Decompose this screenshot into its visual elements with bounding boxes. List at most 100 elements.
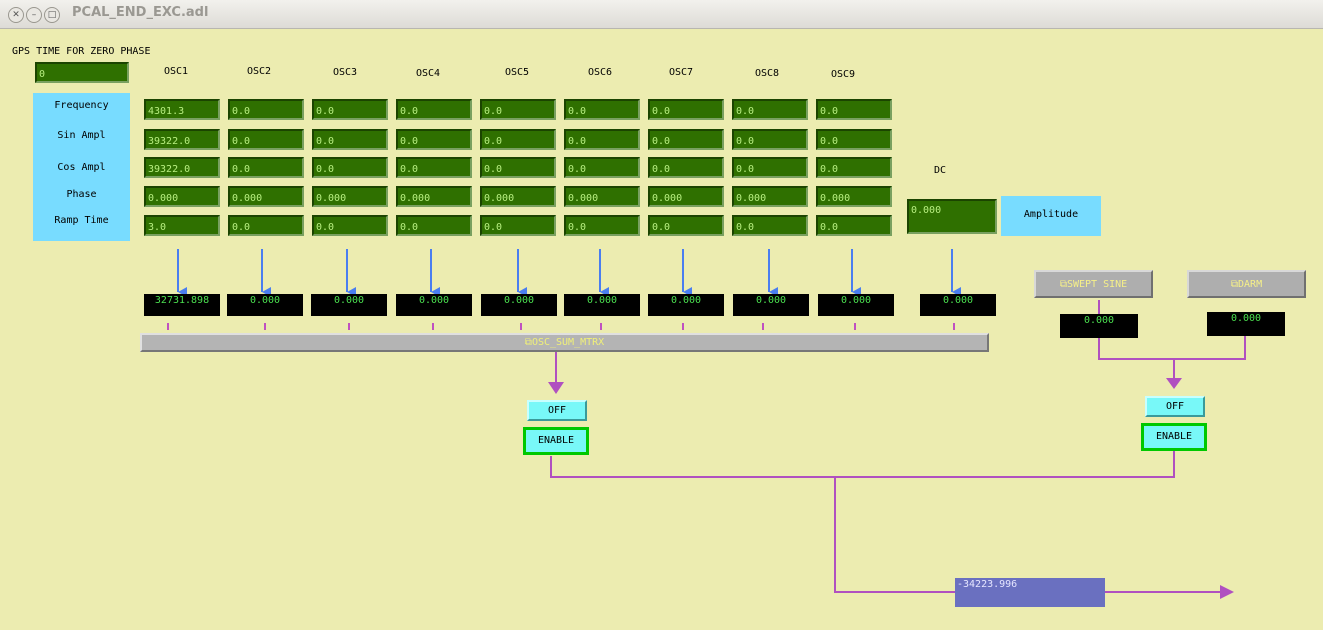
- osc6-frequency-input[interactable]: 0.0: [564, 99, 640, 120]
- osc1-cos-ampl-input[interactable]: 39322.0: [144, 157, 220, 178]
- osc2-frequency-input[interactable]: 0.0: [228, 99, 304, 120]
- osc3-label: OSC3: [333, 67, 358, 78]
- connector-tick: [854, 323, 856, 330]
- osc3-cos-ampl-input[interactable]: 0.0: [312, 157, 388, 178]
- osc1-sin-ampl-input[interactable]: 39322.0: [144, 129, 220, 150]
- osc5-phase-input[interactable]: 0.000: [480, 186, 556, 207]
- osc4-label: OSC4: [416, 68, 441, 79]
- osc5-label: OSC5: [505, 67, 530, 78]
- connector-tick: [348, 323, 350, 330]
- osc7-output-readback: 0.000: [648, 294, 724, 316]
- injection-off-button[interactable]: OFF: [1145, 396, 1205, 417]
- osc7-frequency-input[interactable]: 0.0: [648, 99, 724, 120]
- osc2-cos-ampl-input[interactable]: 0.0: [228, 157, 304, 178]
- osc8-phase-input[interactable]: 0.000: [732, 186, 808, 207]
- osc6-cos-ampl-input[interactable]: 0.0: [564, 157, 640, 178]
- osc4-ramp-time-input[interactable]: 0.0: [396, 215, 472, 236]
- osc1-phase-input[interactable]: 0.000: [144, 186, 220, 207]
- osc9-label: OSC9: [831, 69, 856, 80]
- osc5-cos-ampl-input[interactable]: 0.0: [480, 157, 556, 178]
- gps-time-label: GPS TIME FOR ZERO PHASE: [12, 46, 151, 57]
- osc8-sin-ampl-input[interactable]: 0.0: [732, 129, 808, 150]
- related-display-icon: ⧉: [1230, 279, 1239, 290]
- osc2-output-readback: 0.000: [227, 294, 303, 316]
- dc-label: DC: [934, 165, 947, 176]
- osc3-output-readback: 0.000: [311, 294, 387, 316]
- swept-sine-output-readback: 0.000: [1060, 314, 1138, 338]
- osc9-frequency-input[interactable]: 0.0: [816, 99, 892, 120]
- connector-tick: [432, 323, 434, 330]
- osc4-output-readback: 0.000: [396, 294, 472, 316]
- darm-button[interactable]: ⧉DARM: [1187, 270, 1306, 298]
- osc6-phase-input[interactable]: 0.000: [564, 186, 640, 207]
- connector-tick: [167, 323, 169, 330]
- osc9-phase-input[interactable]: 0.000: [816, 186, 892, 207]
- dc-output-readback: 0.000: [920, 294, 996, 316]
- osc5-frequency-input[interactable]: 0.0: [480, 99, 556, 120]
- connector-tick: [953, 323, 955, 330]
- window-title: PCAL_END_EXC.adl: [72, 5, 209, 20]
- related-display-icon: ⧉: [1059, 279, 1067, 290]
- osc1-ramp-time-input[interactable]: 3.0: [144, 215, 220, 236]
- osc2-ramp-time-input[interactable]: 0.0: [228, 215, 304, 236]
- osc-off-button[interactable]: OFF: [527, 400, 587, 421]
- osc5-sin-ampl-input[interactable]: 0.0: [480, 129, 556, 150]
- osc6-ramp-time-input[interactable]: 0.0: [564, 215, 640, 236]
- osc3-phase-input[interactable]: 0.000: [312, 186, 388, 207]
- osc-sum-matrix-button[interactable]: ⧉OSC_SUM_MTRX: [140, 333, 989, 352]
- osc4-phase-input[interactable]: 0.000: [396, 186, 472, 207]
- related-display-icon: ⧉: [524, 337, 532, 348]
- osc4-sin-ampl-input[interactable]: 0.0: [396, 129, 472, 150]
- osc4-frequency-input[interactable]: 0.0: [396, 99, 472, 120]
- connector-tick: [600, 323, 602, 330]
- osc5-output-readback: 0.000: [481, 294, 557, 316]
- row-label-phase: Phase: [66, 189, 97, 200]
- osc5-ramp-time-input[interactable]: 0.0: [480, 215, 556, 236]
- osc7-cos-ampl-input[interactable]: 0.0: [648, 157, 724, 178]
- osc9-cos-ampl-input[interactable]: 0.0: [816, 157, 892, 178]
- osc2-label: OSC2: [247, 66, 272, 77]
- osc9-ramp-time-input[interactable]: 0.0: [816, 215, 892, 236]
- osc3-ramp-time-input[interactable]: 0.0: [312, 215, 388, 236]
- window-titlebar: ✕ – □ PCAL_END_EXC.adl: [0, 0, 1323, 29]
- row-label-cos-ampl: Cos Ampl: [57, 162, 106, 173]
- osc8-cos-ampl-input[interactable]: 0.0: [732, 157, 808, 178]
- osc7-ramp-time-input[interactable]: 0.0: [648, 215, 724, 236]
- osc8-frequency-input[interactable]: 0.0: [732, 99, 808, 120]
- osc6-label: OSC6: [588, 67, 613, 78]
- maximize-icon[interactable]: □: [44, 7, 60, 23]
- injection-enable-button[interactable]: ENABLE: [1141, 423, 1207, 451]
- osc-enable-button[interactable]: ENABLE: [523, 427, 589, 455]
- darm-output-readback: 0.000: [1207, 312, 1285, 336]
- osc8-label: OSC8: [755, 68, 780, 79]
- osc2-phase-input[interactable]: 0.000: [228, 186, 304, 207]
- osc9-output-readback: 0.000: [818, 294, 894, 316]
- osc9-sin-ampl-input[interactable]: 0.0: [816, 129, 892, 150]
- osc2-sin-ampl-input[interactable]: 0.0: [228, 129, 304, 150]
- swept-sine-button[interactable]: ⧉SWEPT SINE: [1034, 270, 1153, 298]
- osc4-cos-ampl-input[interactable]: 0.0: [396, 157, 472, 178]
- osc8-output-readback: 0.000: [733, 294, 809, 316]
- minimize-icon[interactable]: –: [26, 7, 42, 23]
- osc7-label: OSC7: [669, 67, 694, 78]
- row-label-frequency: Frequency: [54, 100, 109, 111]
- close-icon[interactable]: ✕: [8, 7, 24, 23]
- osc8-ramp-time-input[interactable]: 0.0: [732, 215, 808, 236]
- connector-tick: [264, 323, 266, 330]
- final-output-readback: -34223.996: [955, 578, 1105, 607]
- osc7-phase-input[interactable]: 0.000: [648, 186, 724, 207]
- osc3-sin-ampl-input[interactable]: 0.0: [312, 129, 388, 150]
- dc-amplitude-label: Amplitude: [1001, 196, 1101, 236]
- osc6-output-readback: 0.000: [564, 294, 640, 316]
- dc-amplitude-input[interactable]: 0.000: [907, 199, 997, 234]
- connector-tick: [762, 323, 764, 330]
- osc7-sin-ampl-input[interactable]: 0.0: [648, 129, 724, 150]
- osc1-frequency-input[interactable]: 4301.3: [144, 99, 220, 120]
- swept-sine-label: SWEPT SINE: [1066, 279, 1128, 290]
- gps-time-input[interactable]: 0: [35, 62, 129, 83]
- osc6-sin-ampl-input[interactable]: 0.0: [564, 129, 640, 150]
- osc3-frequency-input[interactable]: 0.0: [312, 99, 388, 120]
- osc1-output-readback: 32731.898: [144, 294, 220, 316]
- osc-sum-matrix-label: OSC_SUM_MTRX: [531, 337, 605, 348]
